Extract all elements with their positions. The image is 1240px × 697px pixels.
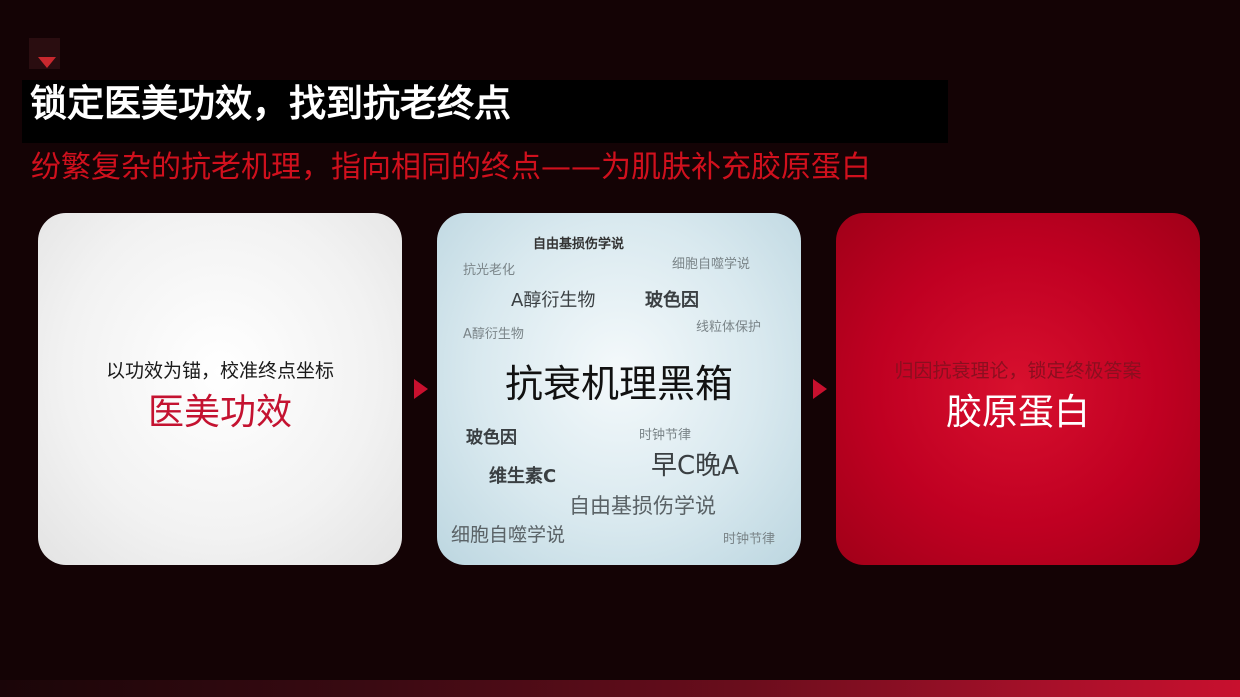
cloud-term: 线粒体保护 <box>696 320 762 335</box>
logo <box>29 38 60 69</box>
cloud-term: 时钟节律 <box>639 428 692 443</box>
card-caption: 以功效为锚，校准终点坐标 <box>105 360 334 382</box>
title-bar <box>22 80 948 143</box>
card-caption: 归因抗衰理论，锁定终极答案 <box>894 360 1142 382</box>
card-collagen: 归因抗衰理论，锁定终极答案 胶原蛋白 <box>836 213 1200 565</box>
card-main-label: 医美功效 <box>147 392 292 433</box>
page-title: 锁定医美功效，找到抗老终点 <box>30 82 511 125</box>
cloud-term: 抗光老化 <box>463 263 516 278</box>
cloud-term: 自由基损伤学说 <box>533 237 625 252</box>
cloud-term: 早C晚A <box>651 451 739 481</box>
cloud-term: 时钟节律 <box>723 532 776 547</box>
cloud-term: 细胞自噬学说 <box>451 524 566 546</box>
cloud-term: A醇衍生物 <box>463 327 524 342</box>
cloud-term: A醇衍生物 <box>511 290 596 311</box>
bottom-decor-strip <box>0 680 1240 697</box>
triangle-down-icon <box>38 57 56 68</box>
cloud-term: 玻色因 <box>466 428 517 448</box>
card-main-label: 胶原蛋白 <box>945 392 1090 433</box>
page-subtitle: 纷繁复杂的抗老机理，指向相同的终点——为肌肤补充胶原蛋白 <box>31 150 871 185</box>
cloud-term: 自由基损伤学说 <box>569 494 716 518</box>
card-main-label: 抗衰机理黑箱 <box>504 362 733 406</box>
cloud-term: 维生素C <box>489 466 557 487</box>
card-aesthetic-efficacy: 以功效为锚，校准终点坐标 医美功效 <box>38 213 402 565</box>
play-arrow-icon <box>414 379 428 399</box>
cloud-term: 玻色因 <box>645 290 699 311</box>
card-mechanism-blackbox: 自由基损伤学说 抗光老化 细胞自噬学说 A醇衍生物 玻色因 A醇衍生物 线粒体保… <box>437 213 801 565</box>
cloud-term: 细胞自噬学说 <box>672 257 751 272</box>
play-arrow-icon <box>813 379 827 399</box>
